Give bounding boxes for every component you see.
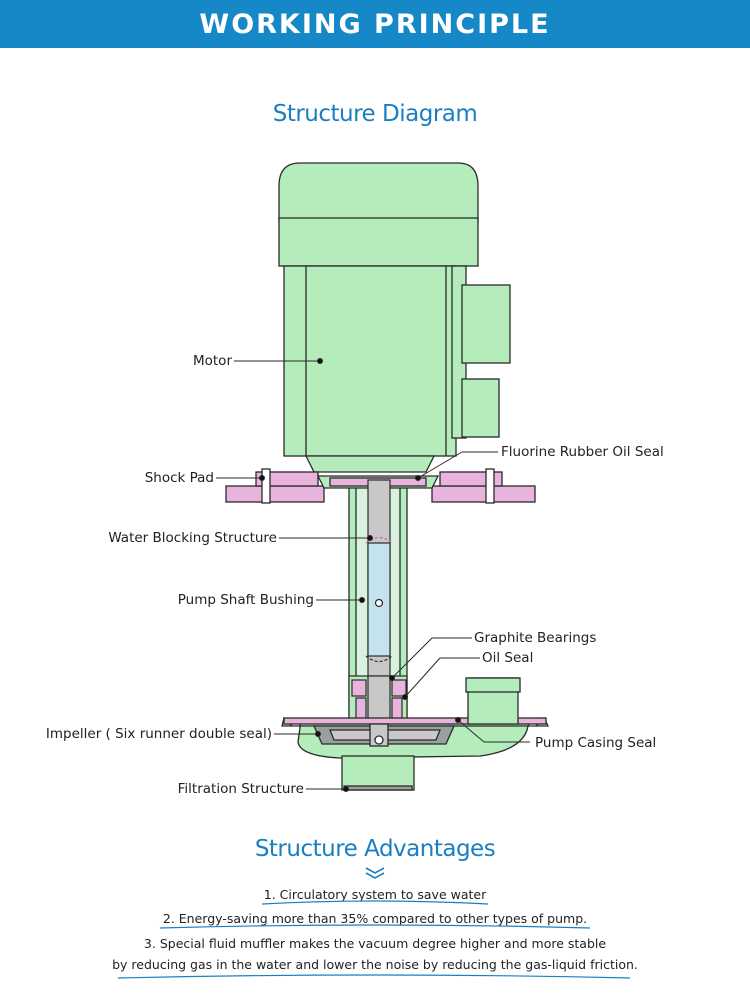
mount-plate-left	[225, 485, 325, 503]
motor-flange	[304, 455, 436, 473]
diagram-title: Structure Diagram	[272, 101, 478, 127]
label-oil-seal: Oil Seal	[482, 650, 534, 666]
chevron-down-icon	[365, 867, 385, 879]
advantage-item-3-cont: by reducing gas in the water and lower t…	[112, 957, 638, 972]
graphite-bearing-left	[351, 679, 367, 697]
advantage-item-3: 3. Special fluid muffler makes the vacuu…	[143, 936, 607, 951]
label-graphite-bearings: Graphite Bearings	[474, 630, 597, 646]
advantages-title: Structure Advantages	[254, 836, 496, 862]
junction-box-lower	[461, 378, 500, 438]
label-shock-pad: Shock Pad	[144, 470, 214, 486]
junction-box-upper	[461, 284, 511, 364]
header-title: WORKING PRINCIPLE	[199, 8, 551, 40]
motor-cap	[278, 162, 479, 223]
label-motor: Motor	[192, 353, 232, 369]
label-filtration-structure: Filtration Structure	[177, 781, 304, 797]
label-pump-shaft-bushing: Pump Shaft Bushing	[177, 592, 314, 608]
motor-cap-band	[278, 217, 479, 267]
label-impeller: Impeller ( Six runner double seal)	[45, 726, 272, 742]
filtration-structure	[341, 755, 415, 791]
graphite-bearing-right	[391, 679, 407, 697]
shock-pad-left	[255, 471, 319, 487]
header-banner: WORKING PRINCIPLE	[0, 0, 750, 48]
label-water-blocking-structure: Water Blocking Structure	[108, 530, 277, 546]
advantage-item-1: 1. Circulatory system to save water	[263, 887, 487, 902]
label-pump-casing-seal: Pump Casing Seal	[535, 735, 657, 751]
mount-plate-right	[431, 485, 536, 503]
advantage-item-2: 2. Energy-saving more than 35% compared …	[162, 911, 588, 926]
label-fluorine-rubber-oil-seal: Fluorine Rubber Oil Seal	[501, 444, 664, 460]
